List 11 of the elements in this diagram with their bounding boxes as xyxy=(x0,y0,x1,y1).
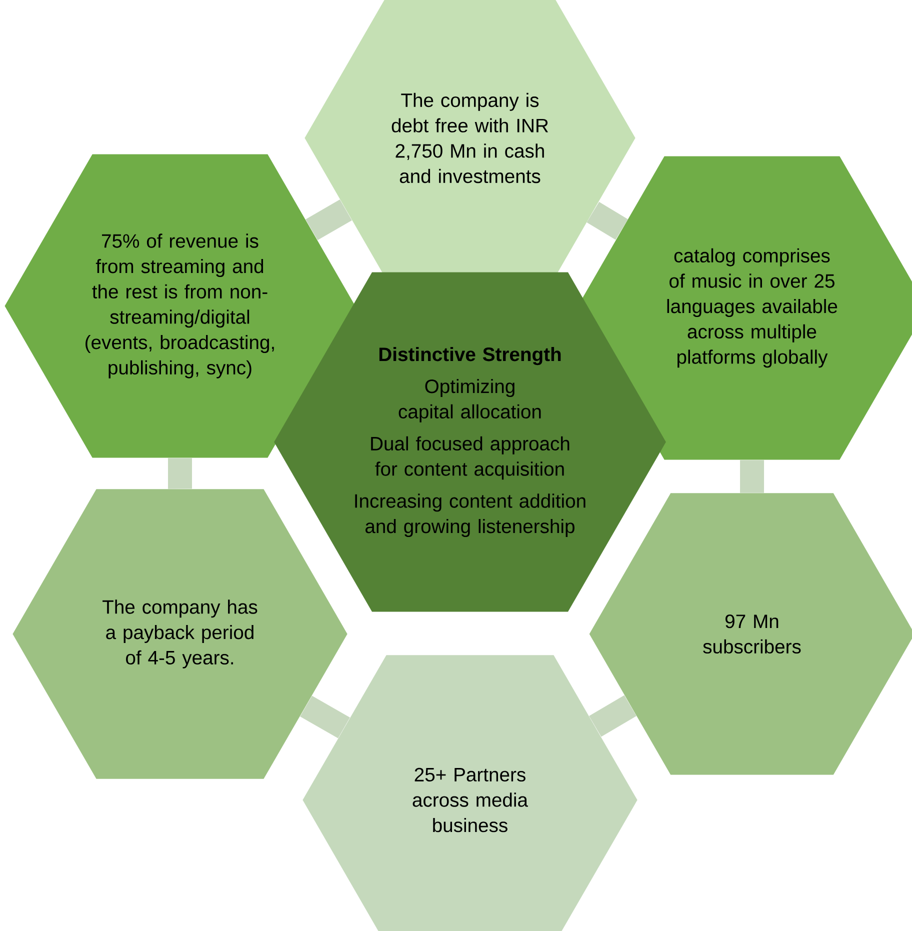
chevron-connector xyxy=(740,460,764,493)
chevron-connector xyxy=(589,695,636,737)
chevron-connector xyxy=(306,200,352,240)
hexagon: The company has a payback period of 4-5 years. xyxy=(12,489,348,779)
hexagon: 97 Mn subscribers xyxy=(589,493,912,775)
hexagon: 25+ Partners across media business xyxy=(302,655,638,931)
hexagon: Distinctive Strength Optimizing capital allocation Dual focused approach for content acquisition Increasing content addition and growing listenership xyxy=(274,272,666,612)
chevron-connector xyxy=(168,458,192,489)
hexagon: 75% of revenue is from streaming and the rest is from non-streaming/digital (events, broadcasting, publishing, sync) xyxy=(4,154,356,458)
chevron-connector xyxy=(300,696,350,738)
chevron-connector xyxy=(586,202,628,240)
